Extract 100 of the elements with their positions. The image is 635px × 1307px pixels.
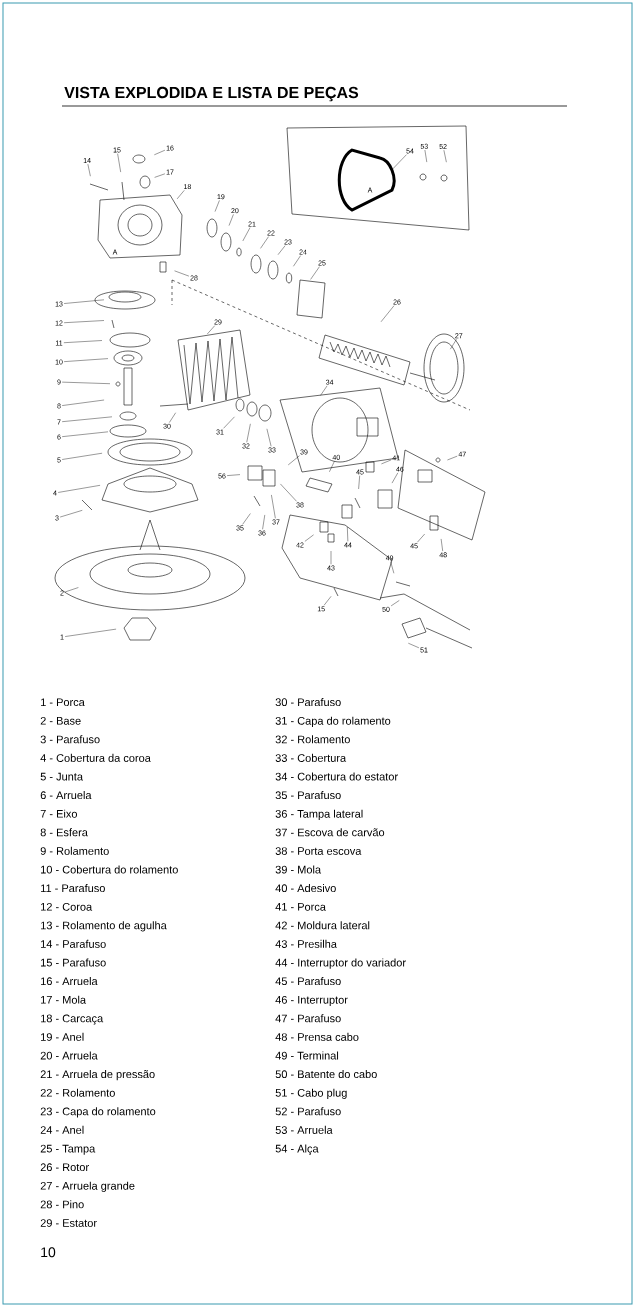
parts-list-entry: 47 - Parafuso bbox=[275, 1014, 341, 1023]
parts-list-entry: 1 - Porca bbox=[41, 698, 85, 707]
parts-list-entry: 10 - Cobertura do rolamento bbox=[41, 865, 178, 874]
parts-list-entry: 51 - Cabo plug bbox=[275, 1088, 347, 1099]
parts-list-entry: 41 - Porca bbox=[275, 903, 326, 911]
page-title: VISTA EXPLODIDA E LISTA DE PEÇAS bbox=[64, 86, 359, 102]
leader-line bbox=[424, 149, 427, 163]
leader-line bbox=[277, 245, 286, 255]
parts-list-entry: 34 - Cobertura do estator bbox=[275, 772, 398, 781]
parts-list-entry: 32 - Rolamento bbox=[275, 735, 350, 744]
leader-line bbox=[330, 550, 332, 565]
parts-list-entry: 30 - Parafuso bbox=[275, 698, 341, 707]
parts-list-entry: 31 - Capa do rolamento bbox=[275, 716, 391, 727]
leader-line bbox=[64, 587, 79, 593]
parts-list-entry: 17 - Mola bbox=[41, 995, 87, 1004]
leader-line bbox=[391, 472, 398, 484]
leader-line bbox=[288, 455, 300, 466]
parts-list-entry: 29 - Estator bbox=[40, 1219, 97, 1227]
leader-line bbox=[266, 428, 272, 447]
leader-line bbox=[87, 163, 91, 177]
parts-list-entry: 2 - Base bbox=[40, 716, 81, 725]
parts-list-entry: 21 - Arruela de pressão bbox=[40, 1070, 155, 1081]
leader-line bbox=[214, 200, 220, 212]
parts-list-entry: 18 - Carcaça bbox=[41, 1014, 104, 1025]
leader-line bbox=[310, 266, 320, 280]
parts-list-entry: 14 - Parafuso bbox=[41, 939, 106, 948]
parts-list-entry: 15 - Parafuso bbox=[41, 958, 106, 967]
leader-line bbox=[358, 475, 360, 490]
leader-line bbox=[304, 534, 314, 542]
parts-list-entry: 27 - Arruela grande bbox=[40, 1181, 135, 1192]
parts-list-entry: 37 - Escova de carvão bbox=[275, 828, 385, 837]
parts-list-entry: 52 - Parafuso bbox=[275, 1107, 341, 1116]
parts-list-entry: 9 - Rolamento bbox=[40, 846, 109, 855]
leader-line bbox=[390, 600, 400, 607]
parts-list-entry: 26 - Rotor bbox=[40, 1163, 89, 1172]
leader-line bbox=[262, 514, 265, 530]
parts-list-entry: 11 - Parafuso bbox=[41, 884, 105, 893]
leader-line bbox=[154, 173, 166, 178]
parts-list-entry: 28 - Pino bbox=[40, 1200, 84, 1209]
parts-list-entry: 44 - Interruptor do variador bbox=[275, 958, 406, 969]
leader-line bbox=[417, 533, 425, 543]
parts-list-entry: 8 - Esfera bbox=[40, 828, 88, 837]
leader-line bbox=[280, 483, 297, 502]
leader-line bbox=[390, 561, 395, 574]
parts-list-entry: 45 - Parafuso bbox=[275, 977, 341, 986]
leader-line bbox=[61, 381, 111, 384]
page-number: 10 bbox=[41, 1247, 56, 1258]
parts-list-entry: 3 - Parafuso bbox=[40, 735, 100, 744]
parts-list-entry: 19 - Anel bbox=[41, 1032, 84, 1041]
leader-line bbox=[63, 299, 105, 304]
leader-line bbox=[443, 150, 447, 163]
parts-list-entry: 36 - Tampa lateral bbox=[275, 809, 363, 820]
leader-line bbox=[223, 416, 235, 429]
leader-line bbox=[61, 453, 103, 460]
leader-line bbox=[176, 190, 185, 200]
leader-line bbox=[347, 526, 349, 542]
leader-line bbox=[61, 431, 109, 437]
leader-line bbox=[174, 270, 190, 277]
parts-list-entry: 6 - Arruela bbox=[40, 791, 92, 800]
parts-list-entry: 49 - Terminal bbox=[275, 1051, 339, 1060]
parts-list-entry: 12 - Coroa bbox=[41, 902, 93, 911]
parts-list-entry: 50 - Batente do cabo bbox=[275, 1070, 377, 1079]
parts-list-entry: 43 - Presilha bbox=[275, 939, 337, 948]
parts-list-entry: 22 - Rolamento bbox=[40, 1088, 115, 1097]
parts-list-entry: 24 - Anel bbox=[40, 1125, 84, 1134]
parts-list-entry: 23 - Capa do rolamento bbox=[40, 1107, 156, 1118]
leader-line bbox=[63, 358, 109, 362]
parts-list-entry: 4 - Cobertura da coroa bbox=[40, 753, 151, 762]
leader-line bbox=[57, 485, 101, 493]
leader-line bbox=[242, 227, 251, 242]
parts-list-entry: 48 - Prensa cabo bbox=[275, 1032, 359, 1041]
leader-line bbox=[117, 153, 121, 173]
parts-list-entry: 13 - Rolamento de agulha bbox=[41, 921, 167, 932]
parts-list-entry: 54 - Alça bbox=[275, 1144, 319, 1155]
leader-line bbox=[226, 474, 241, 476]
parts-list-entry: 7 - Eixo bbox=[40, 809, 77, 818]
parts-list-entry: 33 - Cobertura bbox=[275, 753, 347, 762]
leader-line bbox=[408, 643, 420, 648]
parts-list-entry: 25 - Tampa bbox=[40, 1144, 96, 1155]
leader-line bbox=[293, 255, 301, 267]
leader-line bbox=[271, 494, 276, 519]
parts-list-entry: 20 - Arruela bbox=[40, 1051, 98, 1060]
leader-line bbox=[246, 423, 251, 443]
leader-line bbox=[260, 236, 269, 249]
leader-line bbox=[207, 325, 215, 335]
leader-line bbox=[450, 339, 457, 350]
leader-line bbox=[154, 150, 166, 155]
leader-line bbox=[63, 340, 103, 343]
leader-line bbox=[391, 154, 407, 171]
leader-line bbox=[64, 628, 117, 637]
parts-list-entry: 35 - Parafuso bbox=[275, 791, 341, 800]
parts-list-entry: 16 - Arruela bbox=[41, 977, 98, 986]
parts-list-entry: 42 - Moldura lateral bbox=[275, 921, 370, 930]
parts-list-entry: 46 - Interruptor bbox=[275, 995, 348, 1006]
parts-list-entry: 40 - Adesivo bbox=[275, 884, 336, 893]
leader-line bbox=[59, 510, 83, 518]
parts-list-entry: 38 - Porta escova bbox=[275, 847, 362, 855]
leader-line bbox=[61, 416, 113, 422]
leader-line bbox=[329, 460, 335, 472]
leader-line bbox=[323, 596, 332, 606]
